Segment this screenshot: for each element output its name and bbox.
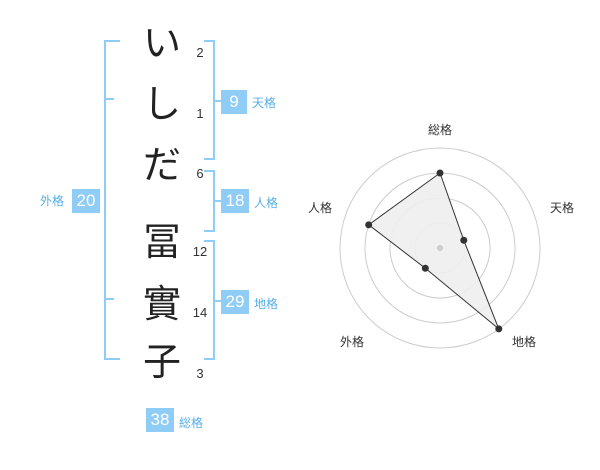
chikaku-badge: 29 [221, 290, 249, 314]
radar-point [421, 264, 429, 272]
axis-label-jinkaku: 人格 [308, 200, 332, 215]
axis-label-chikaku: 地格 [512, 334, 536, 349]
stroke-count: 6 [196, 166, 204, 181]
soukaku-label: 総格 [179, 416, 204, 430]
radar-point [436, 169, 444, 177]
name-char: し [142, 82, 181, 126]
axis-label-soukaku: 総格 [428, 122, 452, 137]
stroke-count: 1 [196, 106, 204, 121]
axis-label-gaikaku: 外格 [340, 334, 364, 349]
tenkaku-badge: 9 [221, 90, 247, 114]
jinkaku-label: 人格 [254, 196, 279, 210]
radar-point [495, 325, 503, 333]
name-char: だ [142, 143, 181, 187]
radar-ring [339, 147, 541, 349]
radar-point [460, 236, 468, 244]
radar-chart: 総格 天格 地格 外格 人格 [308, 122, 574, 349]
radar-center [437, 245, 443, 251]
gaikaku-badge: 20 [72, 189, 100, 213]
stroke-count: 12 [192, 244, 208, 259]
stroke-count: 3 [196, 366, 204, 381]
name-char: い [142, 21, 181, 65]
radar-point [365, 221, 373, 229]
soukaku-badge: 38 [146, 408, 174, 432]
name-char: 實 [142, 282, 181, 326]
axis-label-tenkaku: 天格 [550, 200, 574, 215]
gaikaku-label: 外格 [40, 194, 65, 208]
name-char: 子 [142, 340, 181, 384]
jinkaku-badge: 18 [221, 189, 249, 213]
chikaku-label: 地格 [254, 297, 279, 311]
tenkaku-label: 天格 [252, 96, 277, 110]
stroke-count: 2 [196, 45, 204, 60]
name-char: 冨 [142, 220, 181, 264]
stroke-count: 14 [192, 305, 208, 320]
radar-polygon [367, 172, 500, 330]
